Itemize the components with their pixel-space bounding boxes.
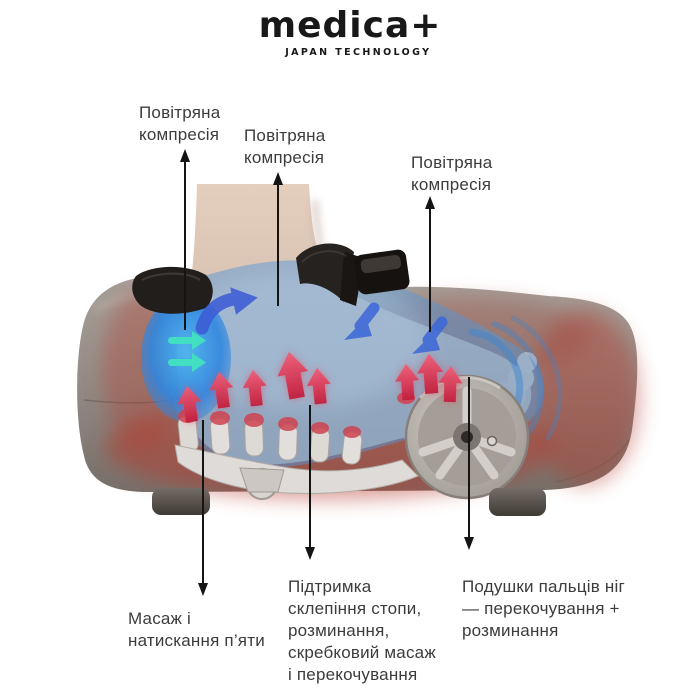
- leader-air-heel: [180, 149, 190, 330]
- down-air-arrow: [412, 316, 448, 354]
- red-up-arrow: [438, 366, 463, 403]
- red-up-arrow: [277, 352, 309, 400]
- label-air-compression-toes: Повітряна компресія: [411, 153, 493, 194]
- leader-toe-pads: [464, 377, 474, 550]
- label-arch-support: Підтримка склепіння стопи, розминання, с…: [288, 577, 436, 684]
- brand-logo: medica+ JAPAN TECHNOLOGY: [258, 5, 442, 59]
- teal-arrow: [168, 331, 206, 350]
- leader-arch-support: [305, 405, 315, 560]
- label-air-compression-heel: Повітряна компресія: [139, 103, 221, 144]
- red-up-arrow: [242, 370, 267, 407]
- red-up-arrow: [209, 372, 234, 409]
- label-toe-pads: Подушки пальців ніг — перекочування + ро…: [462, 577, 625, 640]
- red-up-arrow: [177, 386, 202, 423]
- heel-cuff-pad: [132, 266, 213, 314]
- curved-air-arrow: [195, 287, 258, 335]
- brand-tagline: JAPAN TECHNOLOGY: [285, 47, 432, 58]
- leader-arrows: [180, 149, 474, 596]
- roller-nubs: [177, 390, 461, 465]
- label-air-compression-instep: Повітряна компресія: [244, 126, 326, 167]
- roller-base: [174, 444, 419, 494]
- device-feet: [152, 488, 546, 516]
- leader-air-instep: [273, 172, 283, 306]
- control-knob: [354, 249, 410, 295]
- airflow-arrows: [195, 287, 448, 354]
- red-up-arrow: [395, 364, 420, 401]
- teal-arrow: [168, 353, 206, 372]
- roller-bracket: [239, 467, 285, 493]
- leader-air-toes: [425, 196, 435, 332]
- red-up-arrow: [306, 368, 331, 405]
- brand-wordmark: medica+: [258, 5, 442, 46]
- red-up-arrow: [417, 354, 444, 394]
- leader-heel-massage: [198, 420, 208, 596]
- toe-roller-wheel: [404, 374, 530, 500]
- massage-arrows: [177, 352, 463, 423]
- arch-roller-mechanism: [174, 390, 461, 500]
- compression-flow-arrows: [168, 331, 206, 372]
- down-air-arrow: [344, 302, 380, 340]
- label-heel-massage: Масаж і натискання п’яти: [128, 609, 265, 650]
- wheel-bolt: [486, 435, 498, 447]
